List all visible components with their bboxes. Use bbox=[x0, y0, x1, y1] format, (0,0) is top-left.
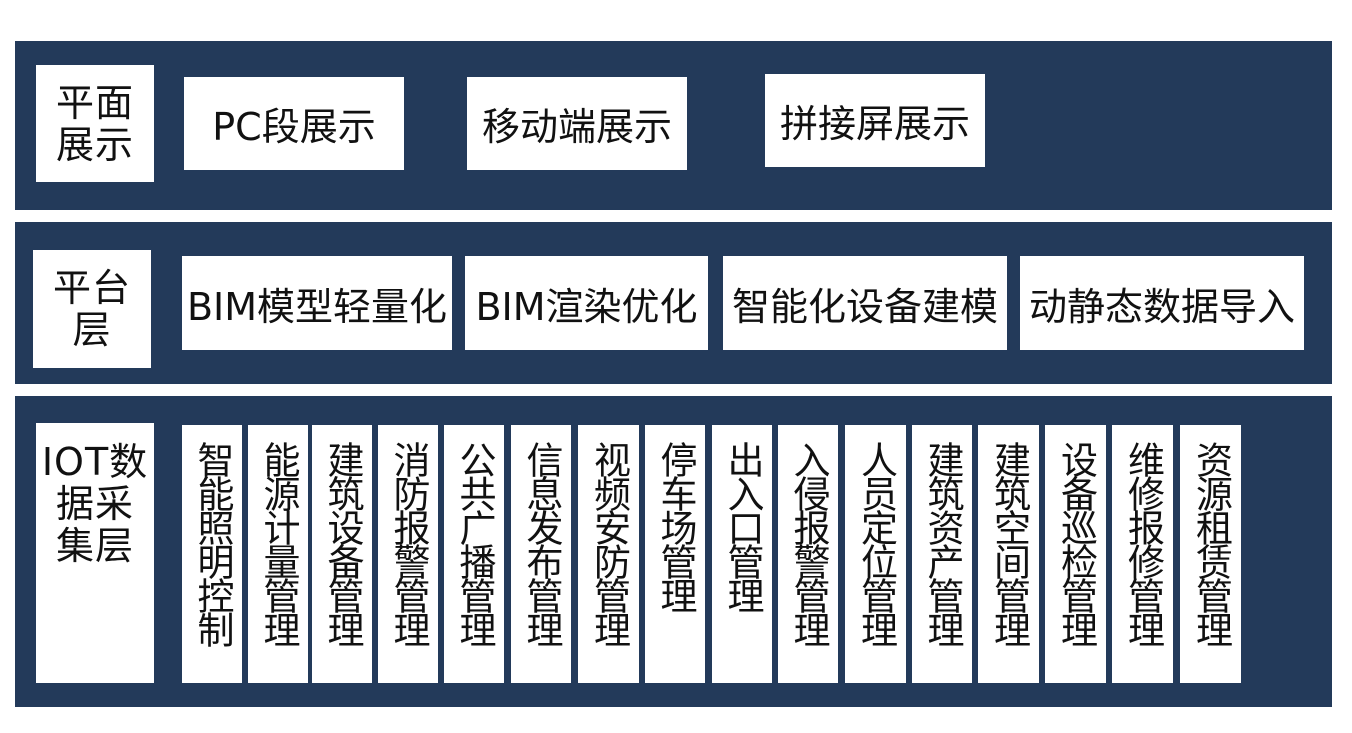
iot-item-access-control: 出入口管理 bbox=[712, 425, 772, 683]
iot-item-building-equipment: 建筑设备管理 bbox=[312, 425, 372, 683]
iot-item-label: 能源计量管理 bbox=[257, 441, 300, 645]
iot-item-info-release: 信息发布管理 bbox=[511, 425, 571, 683]
iot-item-intrusion-alarm: 入侵报警管理 bbox=[778, 425, 838, 683]
platform-item-label: 智能化设备建模 bbox=[731, 284, 998, 329]
display-item-label: PC段展示 bbox=[212, 105, 376, 149]
platform-layer-label: 平台 层 bbox=[52, 266, 131, 352]
platform-item-label: BIM模型轻量化 bbox=[186, 284, 448, 329]
display-item-videowall: 拼接屏展示 bbox=[765, 74, 985, 167]
iot-item-building-space: 建筑空间管理 bbox=[978, 425, 1039, 683]
iot-item-lighting: 智能照明控制 bbox=[182, 425, 242, 683]
iot-item-parking: 停车场管理 bbox=[645, 425, 705, 683]
iot-item-building-assets: 建筑资产管理 bbox=[912, 425, 972, 683]
iot-item-label: 设备巡检管理 bbox=[1054, 441, 1098, 645]
iot-item-label: 建筑设备管理 bbox=[321, 441, 364, 645]
iot-item-label: 消防报警管理 bbox=[387, 441, 430, 645]
iot-item-public-broadcast: 公共广播管理 bbox=[444, 425, 504, 683]
platform-item-bim-render: BIM渲染优化 bbox=[465, 256, 708, 350]
iot-item-label: 公共广播管理 bbox=[453, 441, 496, 645]
platform-layer-label-box: 平台 层 bbox=[33, 250, 151, 368]
iot-item-equipment-inspection: 设备巡检管理 bbox=[1045, 425, 1106, 683]
platform-item-label: BIM渲染优化 bbox=[475, 284, 698, 329]
iot-item-label: 智能照明控制 bbox=[191, 441, 234, 645]
platform-item-data-import: 动静态数据导入 bbox=[1020, 256, 1304, 350]
iot-layer-band: IOT数 据采 集层 智能照明控制 能源计量管理 建筑设备管理 消防报警管理 公… bbox=[15, 396, 1332, 707]
iot-item-maintenance: 维修报修管理 bbox=[1112, 425, 1173, 683]
iot-item-personnel-location: 人员定位管理 bbox=[845, 425, 906, 683]
iot-item-label: 建筑空间管理 bbox=[987, 441, 1031, 645]
iot-item-video-security: 视频安防管理 bbox=[578, 425, 639, 683]
platform-item-bim-lightweight: BIM模型轻量化 bbox=[182, 256, 452, 350]
platform-item-device-modeling: 智能化设备建模 bbox=[723, 256, 1007, 350]
display-item-label: 拼接屏展示 bbox=[779, 102, 970, 146]
platform-layer-band: 平台 层 BIM模型轻量化 BIM渲染优化 智能化设备建模 动静态数据导入 bbox=[15, 222, 1332, 384]
iot-item-label: 资源租赁管理 bbox=[1189, 441, 1233, 645]
display-layer-label: 平面 展示 bbox=[55, 80, 134, 167]
iot-item-fire-alarm: 消防报警管理 bbox=[378, 425, 438, 683]
display-item-mobile: 移动端展示 bbox=[467, 77, 687, 170]
display-item-label: 移动端展示 bbox=[481, 105, 672, 149]
iot-item-label: 视频安防管理 bbox=[587, 441, 631, 645]
display-item-pc: PC段展示 bbox=[184, 77, 404, 170]
iot-item-label: 入侵报警管理 bbox=[787, 441, 830, 645]
display-layer-label-box: 平面 展示 bbox=[36, 65, 154, 182]
iot-item-label: 维修报修管理 bbox=[1121, 441, 1165, 645]
iot-item-energy: 能源计量管理 bbox=[248, 425, 308, 683]
iot-item-label: 停车场管理 bbox=[654, 441, 697, 611]
display-layer-band: 平面 展示 PC段展示 移动端展示 拼接屏展示 bbox=[15, 41, 1332, 210]
iot-item-label: 建筑资产管理 bbox=[921, 441, 964, 645]
iot-item-label: 人员定位管理 bbox=[854, 441, 898, 645]
iot-item-leasing: 资源租赁管理 bbox=[1180, 425, 1241, 683]
platform-item-label: 动静态数据导入 bbox=[1028, 284, 1295, 329]
iot-item-label: 出入口管理 bbox=[721, 441, 764, 611]
iot-item-label: 信息发布管理 bbox=[520, 441, 563, 645]
iot-layer-label-box: IOT数 据采 集层 bbox=[36, 423, 154, 683]
iot-layer-label: IOT数 据采 集层 bbox=[41, 440, 149, 568]
